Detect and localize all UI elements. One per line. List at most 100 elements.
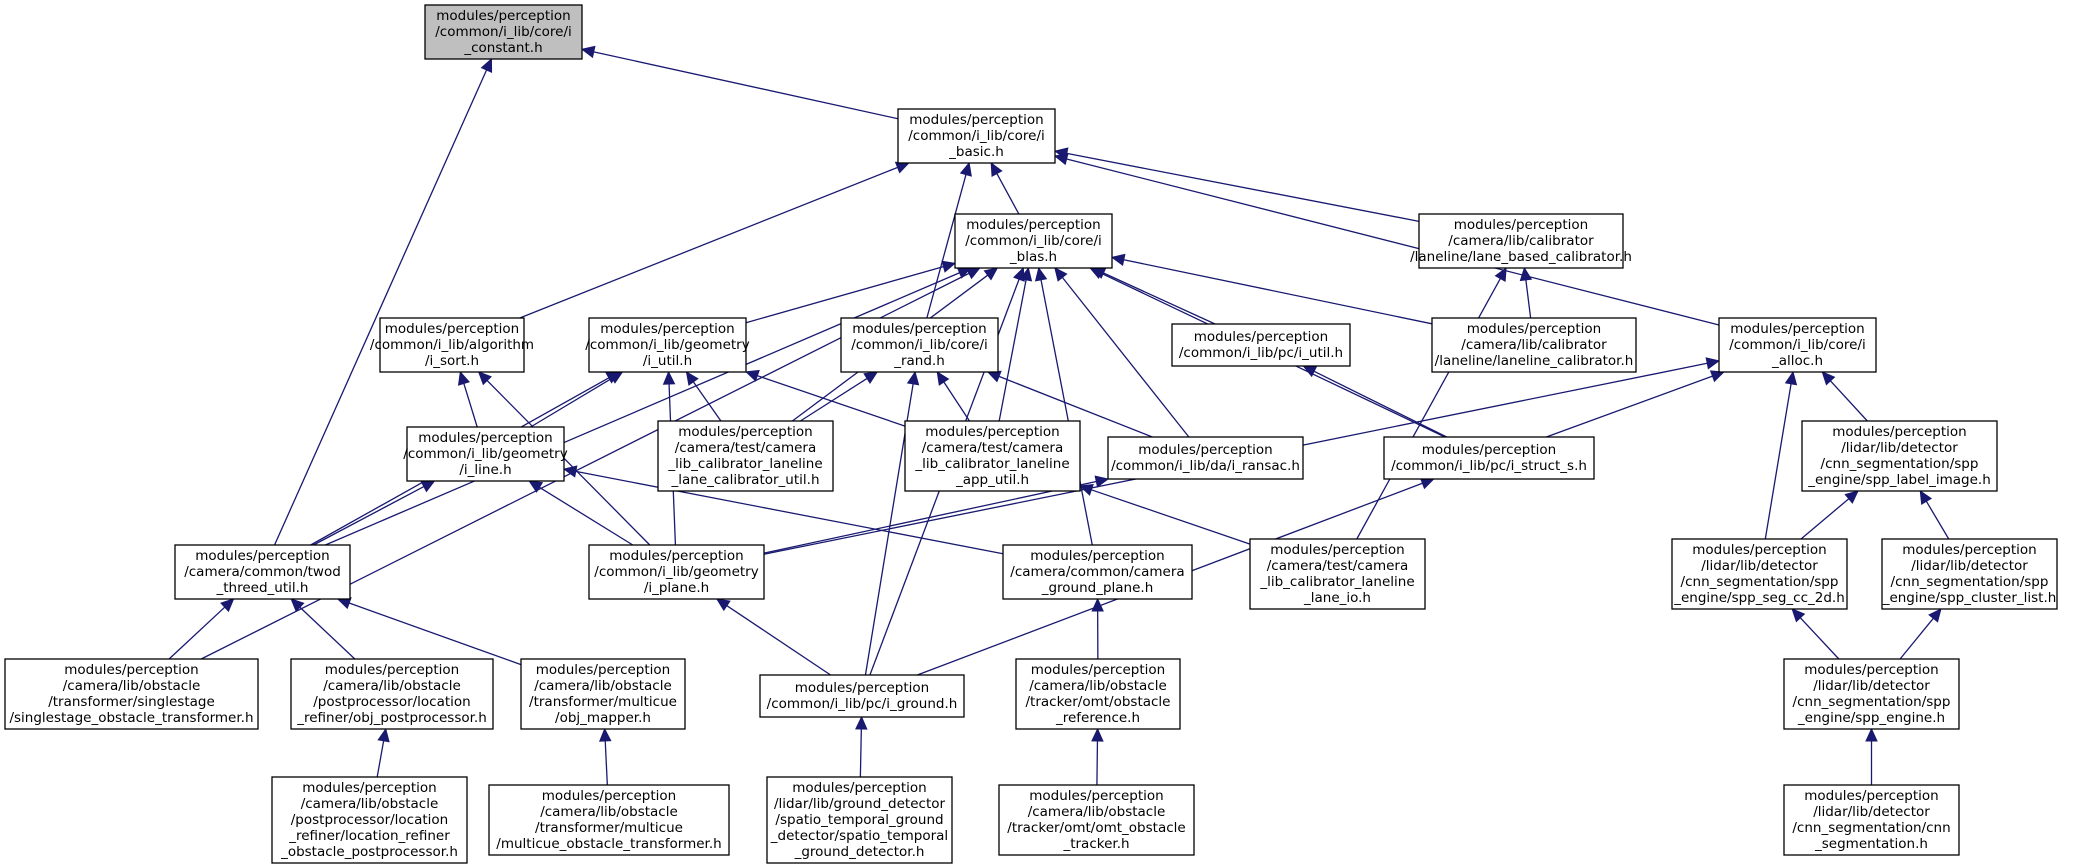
node-obj-mapper[interactable]: modules/perception/camera/lib/obstacle/t… <box>520 658 686 730</box>
edge-line <box>726 605 831 676</box>
include-edge <box>715 598 831 676</box>
node-i-rand[interactable]: modules/perception/common/i_lib/core/i_r… <box>840 317 999 373</box>
node-i-struct-s[interactable]: modules/perception/common/i_lib/pc/i_str… <box>1383 436 1595 480</box>
include-edge <box>519 161 910 319</box>
node-label-line: _blas.h <box>1009 249 1057 265</box>
node-spp-seg-cc-2d[interactable]: modules/perception/lidar/lib/detector/cn… <box>1671 538 1848 610</box>
node-box <box>897 108 1056 164</box>
node-app-util[interactable]: modules/perception/camera/test/camera_li… <box>904 420 1081 492</box>
edge-arrowhead <box>1919 489 1933 505</box>
node-label-line: modules/perception <box>1138 442 1272 458</box>
include-edge <box>1791 608 1840 660</box>
node-label-line: /common/i_lib/geometry <box>594 564 758 580</box>
node-label-line: /camera/lib/obstacle <box>323 678 461 694</box>
node-box <box>488 784 730 856</box>
node-location-refiner-obstacle-postprocessor[interactable]: modules/perception/camera/lib/obstacle/p… <box>271 776 468 864</box>
node-label-line: /camera/common/camera <box>1010 564 1184 580</box>
node-omt-obstacle-reference[interactable]: modules/perception/camera/lib/obstacle/t… <box>1015 658 1181 730</box>
node-obj-postprocessor[interactable]: modules/perception/camera/lib/obstacle/p… <box>290 658 494 730</box>
node-i-ransac[interactable]: modules/perception/common/i_lib/da/i_ran… <box>1107 436 1304 480</box>
edge-arrowhead <box>1094 475 1110 488</box>
node-laneline-calibrator[interactable]: modules/perception/camera/lib/calibrator… <box>1431 317 1637 373</box>
node-label-line: /i_plane.h <box>644 580 709 596</box>
node-label-line: modules/perception <box>600 321 734 337</box>
node-spp-cluster-list[interactable]: modules/perception/lidar/lib/detector/cn… <box>1881 538 2058 610</box>
node-box <box>1801 420 1998 492</box>
node-multicue-obstacle-transformer[interactable]: modules/perception/camera/lib/obstacle/t… <box>488 784 730 856</box>
node-box <box>1002 544 1193 600</box>
edge-arrowhead <box>580 45 596 59</box>
node-i-basic[interactable]: modules/perception/common/i_lib/core/i_b… <box>897 108 1056 164</box>
node-i-constant[interactable]: modules/perception/common/i_lib/core/i_c… <box>424 4 583 60</box>
node-i-plane[interactable]: modules/perception/common/i_lib/geometry… <box>588 544 765 600</box>
edge-line <box>745 265 944 324</box>
edge-arrowhead <box>1494 266 1507 282</box>
node-cnn-segmentation[interactable]: modules/perception/lidar/lib/detector/cn… <box>1783 784 1960 856</box>
node-label-line: modules/perception <box>1194 329 1328 345</box>
edge-arrowhead <box>1091 727 1104 742</box>
node-label-line: /common/i_lib/core/i <box>1729 337 1866 353</box>
edge-arrowhead <box>290 598 305 613</box>
edge-line <box>325 272 960 546</box>
node-twod-threed-util[interactable]: modules/perception/camera/common/twod_th… <box>174 544 351 600</box>
node-spp-label-image[interactable]: modules/perception/lidar/lib/detector/cn… <box>1801 420 1998 492</box>
node-i-blas[interactable]: modules/perception/common/i_lib/core/i_b… <box>954 213 1113 269</box>
include-edge <box>763 475 1110 554</box>
node-i-util[interactable]: modules/perception/common/i_lib/geometry… <box>585 317 750 373</box>
edge-line <box>998 375 1153 438</box>
node-lane-calibrator-util[interactable]: modules/perception/camera/test/camera_li… <box>657 420 834 492</box>
edge-line <box>996 173 1020 215</box>
include-edge <box>1546 370 1725 438</box>
include-edge <box>273 57 493 546</box>
node-i-line[interactable]: modules/perception/common/i_lib/geometry… <box>403 426 568 482</box>
edge-line <box>1764 383 1792 540</box>
node-spp-engine[interactable]: modules/perception/lidar/lib/detector/cn… <box>1783 658 1960 730</box>
node-box <box>1431 317 1637 373</box>
node-box <box>1881 538 2058 610</box>
node-box <box>588 544 765 600</box>
include-edge <box>1800 490 1859 540</box>
include-edge <box>1053 152 1720 326</box>
node-spatio-temporal-ground-detector[interactable]: modules/perception/lidar/lib/ground_dete… <box>766 776 953 864</box>
node-camera-ground-plane[interactable]: modules/perception/camera/common/camera_… <box>1002 544 1193 600</box>
node-pc-i-util[interactable]: modules/perception/common/i_lib/pc/i_uti… <box>1171 323 1351 367</box>
node-label-line: modules/perception <box>1030 548 1164 564</box>
node-omt-obstacle-tracker[interactable]: modules/perception/camera/lib/obstacle/t… <box>998 784 1195 856</box>
node-label-line: _threed_util.h <box>216 580 309 596</box>
node-label-line: /singlestage_obstacle_transformer.h <box>9 710 253 726</box>
node-label-line: /cnn_segmentation/spp <box>1891 574 2049 590</box>
node-label-line: modules/perception <box>909 112 1043 128</box>
node-box <box>1783 658 1960 730</box>
edge-arrowhead <box>715 598 731 612</box>
node-i-ground[interactable]: modules/perception/common/i_lib/pc/i_gro… <box>759 674 965 718</box>
edge-line <box>1091 489 1251 545</box>
include-edge <box>1091 727 1104 786</box>
include-edge <box>926 161 972 319</box>
include-edge <box>1919 489 1950 540</box>
include-edge <box>936 370 971 422</box>
node-label-line: /camera/lib/obstacle <box>63 678 201 694</box>
edge-line <box>943 381 971 422</box>
edge-line <box>1066 152 1420 222</box>
node-lane-based-calibrator[interactable]: modules/perception/camera/lib/calibrator… <box>1410 213 1632 269</box>
node-singlestage[interactable]: modules/perception/camera/lib/obstacle/t… <box>4 658 259 730</box>
include-edge <box>685 371 722 422</box>
edge-arrowhead <box>959 161 972 177</box>
node-label-line: modules/perception <box>302 780 436 796</box>
node-box <box>1107 436 1304 480</box>
include-edge <box>530 371 624 428</box>
include-edge <box>1110 253 1433 325</box>
edge-arrowhead <box>598 727 612 742</box>
node-box <box>1015 658 1181 730</box>
node-box <box>174 544 351 600</box>
node-i-sort[interactable]: modules/perception/common/i_lib/algorith… <box>370 317 534 373</box>
node-label-line: _lane_calibrator_util.h <box>670 472 819 488</box>
edge-line <box>1525 279 1532 319</box>
include-edge <box>1899 608 1942 660</box>
node-i-alloc[interactable]: modules/perception/common/i_lib/core/i_a… <box>1718 317 1877 373</box>
node-label-line: /common/i_lib/geometry <box>403 446 567 462</box>
edge-line <box>1066 158 1720 326</box>
edge-line <box>348 602 522 666</box>
node-lane-io[interactable]: modules/perception/camera/test/camera_li… <box>1249 538 1426 610</box>
